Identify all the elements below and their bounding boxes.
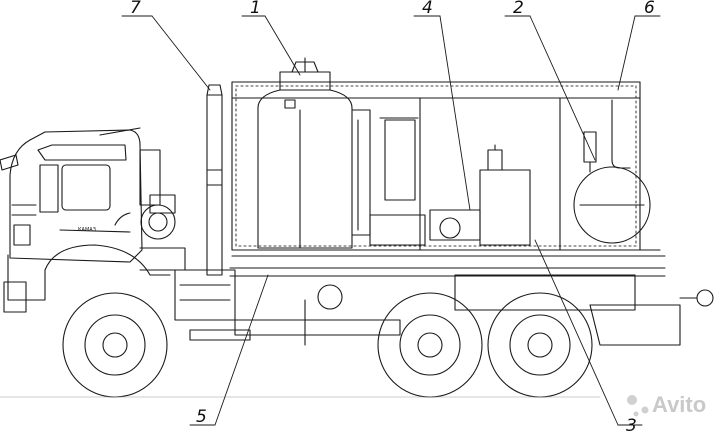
watermark-text: Avito (652, 392, 706, 417)
callout-5: 5 (196, 407, 207, 427)
rear-wheel-2 (487, 292, 593, 398)
chassis-frame (189, 267, 714, 346)
pump-unit (369, 144, 531, 246)
svg-text:КАМАЗ: КАМАЗ (78, 227, 96, 233)
callout-2: 2 (513, 0, 524, 18)
equipment-body (231, 81, 666, 257)
callout-7: 7 (130, 0, 141, 18)
callout-1: 1 (250, 0, 261, 18)
leader-lines (121, 15, 661, 426)
tank (257, 57, 371, 249)
callout-4: 4 (422, 0, 433, 18)
callout-6: 6 (644, 0, 655, 18)
exhaust-pipe (206, 84, 223, 276)
truck-cab: КАМАЗ (0, 127, 171, 313)
callout-3: 3 (626, 416, 637, 433)
front-wheel (62, 292, 168, 398)
avito-watermark: Avito (627, 392, 706, 417)
intake-assembly (139, 149, 236, 321)
rear-wheel-1 (377, 292, 483, 398)
heater-vessel (573, 99, 651, 244)
